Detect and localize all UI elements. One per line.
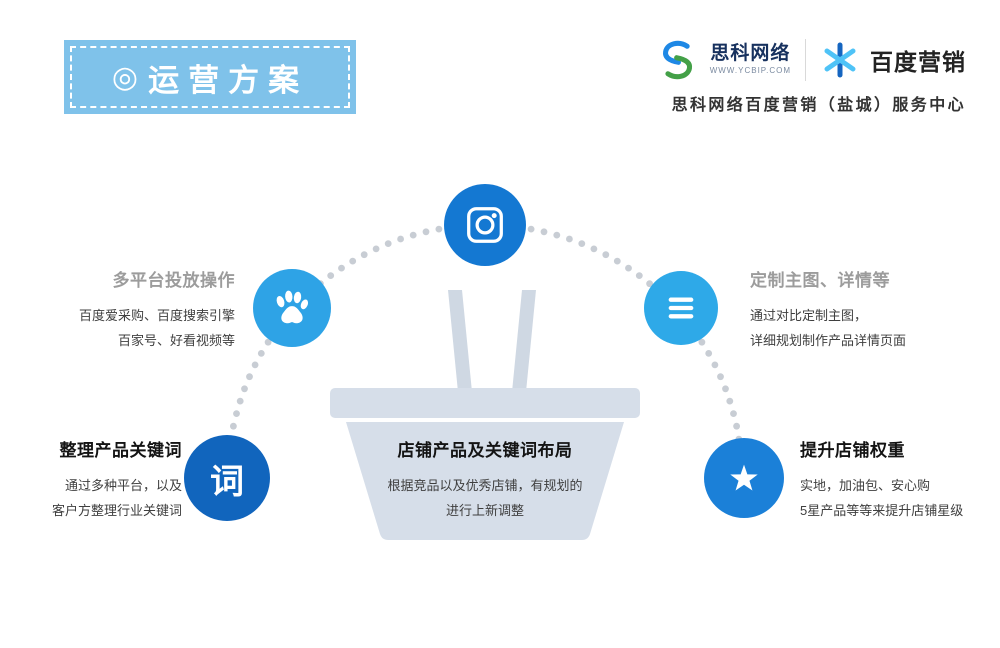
block-keywords: 整理产品关键词 通过多种平台，以及 客户方整理行业关键词	[10, 436, 182, 523]
block-shop-weight-line1: 实地，加油包、安心购	[800, 478, 931, 493]
bullseye-icon: ◎	[111, 60, 139, 94]
block-shop-layout-title: 店铺产品及关键词布局	[397, 441, 573, 460]
block-platform-ops-line2: 百家号、好看视频等	[117, 333, 235, 348]
block-shop-layout-line2: 进行上新调整	[445, 503, 524, 518]
node-menu-lines	[644, 271, 718, 345]
sike-network-text: 思科网络 WWW.YCBIP.COM	[709, 43, 791, 76]
camera-icon	[467, 207, 503, 243]
block-shop-weight-title: 提升店铺权重	[800, 441, 905, 460]
sike-network-logo-icon	[662, 40, 692, 80]
baidu-marketing-logo-icon	[824, 42, 856, 78]
baidu-marketing-name: 百度营销	[870, 49, 966, 75]
sike-network-name: 思科网络	[710, 43, 791, 65]
basket-rim	[330, 388, 640, 418]
node-baidu-paw	[253, 269, 331, 347]
sike-network-url: WWW.YCBIP.COM	[709, 66, 791, 76]
block-platform-ops-line1: 百度爱采购、百度搜索引擎	[78, 308, 235, 323]
basket-handle-right	[512, 290, 536, 392]
block-custom-images-line1: 通过对比定制主图，	[750, 308, 868, 323]
title-banner-dashed-frame: ◎ 运营方案	[70, 46, 350, 108]
brand-divider	[805, 39, 806, 81]
title-banner: ◎ 运营方案	[64, 40, 356, 114]
menu-lines-icon	[668, 297, 694, 319]
block-custom-images-title: 定制主图、详情等	[750, 271, 890, 290]
block-platform-ops: 多平台投放操作 百度爱采购、百度搜索引擎 百家号、好看视频等	[30, 266, 235, 353]
node-word: 词	[184, 435, 270, 521]
block-keywords-line1: 通过多种平台，以及	[64, 478, 182, 493]
block-keywords-line2: 客户方整理行业关键词	[51, 503, 182, 518]
block-platform-ops-title: 多平台投放操作	[112, 271, 235, 290]
node-star	[704, 438, 784, 518]
word-node-label: 词	[210, 462, 244, 501]
brand-subtitle: 思科网络百度营销（盐城）服务中心	[671, 97, 966, 114]
baidu-paw-icon	[276, 290, 309, 324]
block-keywords-title: 整理产品关键词	[59, 441, 182, 460]
block-custom-images-line2: 详细规划制作产品详情页面	[750, 333, 907, 348]
node-camera	[444, 184, 526, 266]
star-icon	[730, 464, 758, 491]
basket-handle-left	[448, 290, 472, 392]
brand-lockup: 思科网络 WWW.YCBIP.COM 百度营销	[656, 38, 966, 82]
block-shop-weight-line2: 5星产品等等来提升店铺星级	[800, 503, 964, 518]
page-title: 运营方案	[148, 62, 309, 98]
block-shop-layout: 店铺产品及关键词布局 根据竞品以及优秀店铺，有规划的 进行上新调整	[352, 436, 618, 523]
block-shop-weight: 提升店铺权重 实地，加油包、安心购 5星产品等等来提升店铺星级	[800, 436, 995, 523]
block-shop-layout-line1: 根据竞品以及优秀店铺，有规划的	[387, 478, 583, 493]
block-custom-images: 定制主图、详情等 通过对比定制主图， 详细规划制作产品详情页面	[750, 266, 985, 353]
